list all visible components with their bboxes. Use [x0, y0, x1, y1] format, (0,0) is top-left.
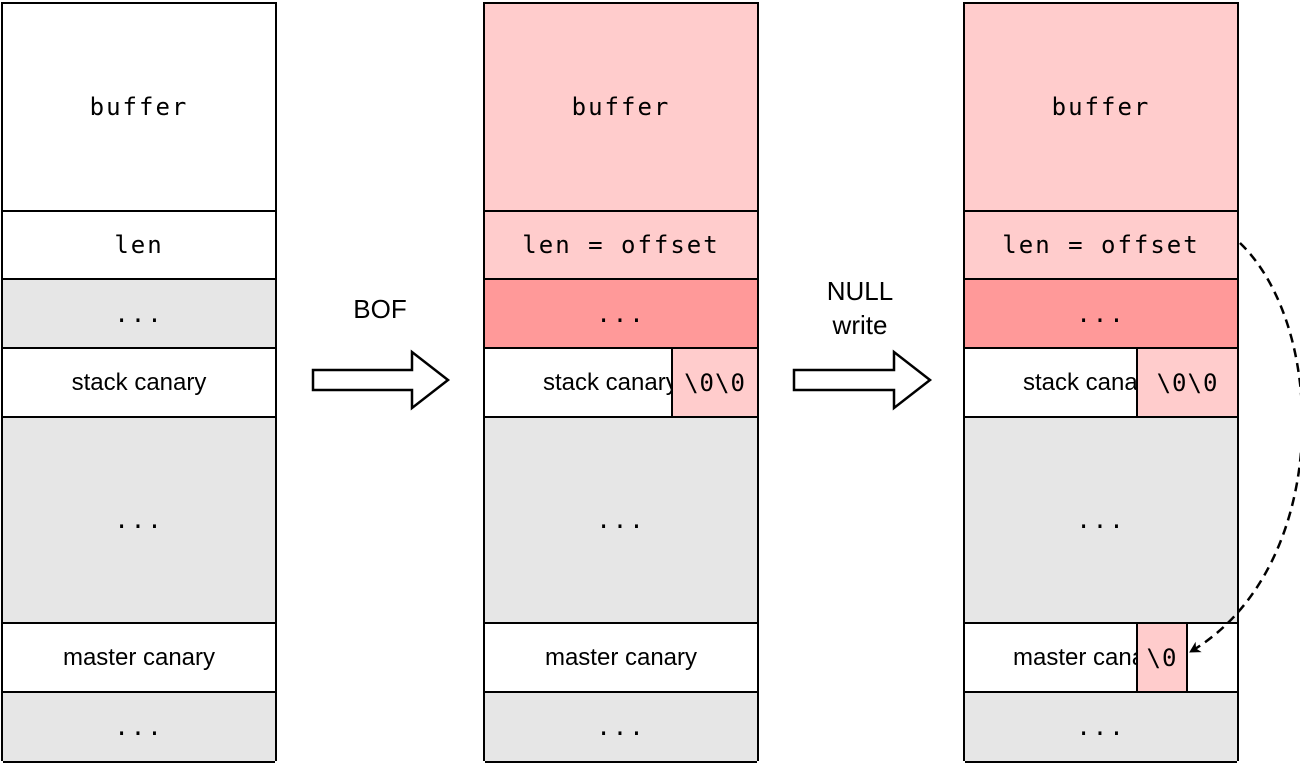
cell-label: buffer	[1051, 93, 1151, 121]
padding-cell: ...	[965, 280, 1237, 349]
cell-label: ...	[114, 506, 164, 534]
bof-arrow	[311, 349, 451, 411]
null-write-target-arrow	[1189, 242, 1300, 654]
cell-label: buffer	[89, 93, 189, 121]
cell-label: master canary	[544, 643, 698, 671]
cell-label: ...	[1076, 713, 1126, 741]
cell-label: ...	[1076, 299, 1126, 328]
cell-label: ...	[596, 713, 646, 741]
stack-3: buffer len = offset ... stack canary \0\…	[963, 2, 1239, 763]
null-bytes-overlay: \0\0	[1136, 349, 1237, 416]
master-canary-cell: master canary \0	[965, 624, 1237, 693]
stack-canary-cell: stack canary	[3, 349, 275, 418]
null-write-label: NULL write	[800, 274, 920, 342]
cell-label: len	[114, 231, 164, 259]
cell-label: ...	[114, 713, 164, 741]
stack-1: buffer len ... stack canary ... master c…	[1, 2, 277, 763]
stack-2: buffer len = offset ... stack canary \0\…	[483, 2, 759, 763]
cell-label: ...	[596, 506, 646, 534]
cell-label: ...	[596, 299, 646, 328]
tail-cell: ...	[965, 693, 1237, 763]
null-bytes-overlay: \0\0	[671, 349, 757, 416]
tail-cell: ...	[485, 693, 757, 763]
cell-label: master canary	[62, 643, 216, 671]
null-write-label-line-2: write	[832, 310, 888, 340]
gap-cell: ...	[485, 418, 757, 624]
len-cell: len	[3, 212, 275, 280]
bof-label: BOF	[330, 292, 430, 326]
master-canary-cell: master canary	[485, 624, 757, 693]
cell-label: stack canary	[71, 368, 207, 396]
null-write-label-line-1: NULL	[826, 276, 894, 306]
len-cell: len = offset	[485, 212, 757, 280]
len-cell: len = offset	[965, 212, 1237, 280]
null-write-arrow	[792, 349, 933, 411]
cell-label: buffer	[571, 93, 671, 121]
buffer-cell: buffer	[3, 4, 275, 212]
gap-cell: ...	[3, 418, 275, 624]
stack-canary-cell: stack canary \0\0	[485, 349, 757, 418]
cell-label: len = offset	[1002, 231, 1200, 259]
cell-label: stack canary	[543, 368, 671, 396]
buffer-cell: buffer	[485, 4, 757, 212]
master-canary-cell: master canary	[3, 624, 275, 693]
stack-canary-cell: stack canary \0\0	[965, 349, 1237, 418]
gap-cell: ...	[965, 418, 1237, 624]
padding-cell: ...	[485, 280, 757, 349]
buffer-cell: buffer	[965, 4, 1237, 212]
bof-label-line: BOF	[353, 294, 407, 324]
cell-label: len = offset	[522, 231, 720, 259]
padding-cell: ...	[3, 280, 275, 349]
cell-label: stack canary	[1023, 368, 1136, 396]
cell-label: master canary	[1013, 643, 1136, 671]
cell-label: ...	[114, 299, 164, 328]
null-byte-overlay: \0	[1136, 624, 1188, 691]
cell-label: ...	[1076, 506, 1126, 534]
tail-cell: ...	[3, 693, 275, 763]
